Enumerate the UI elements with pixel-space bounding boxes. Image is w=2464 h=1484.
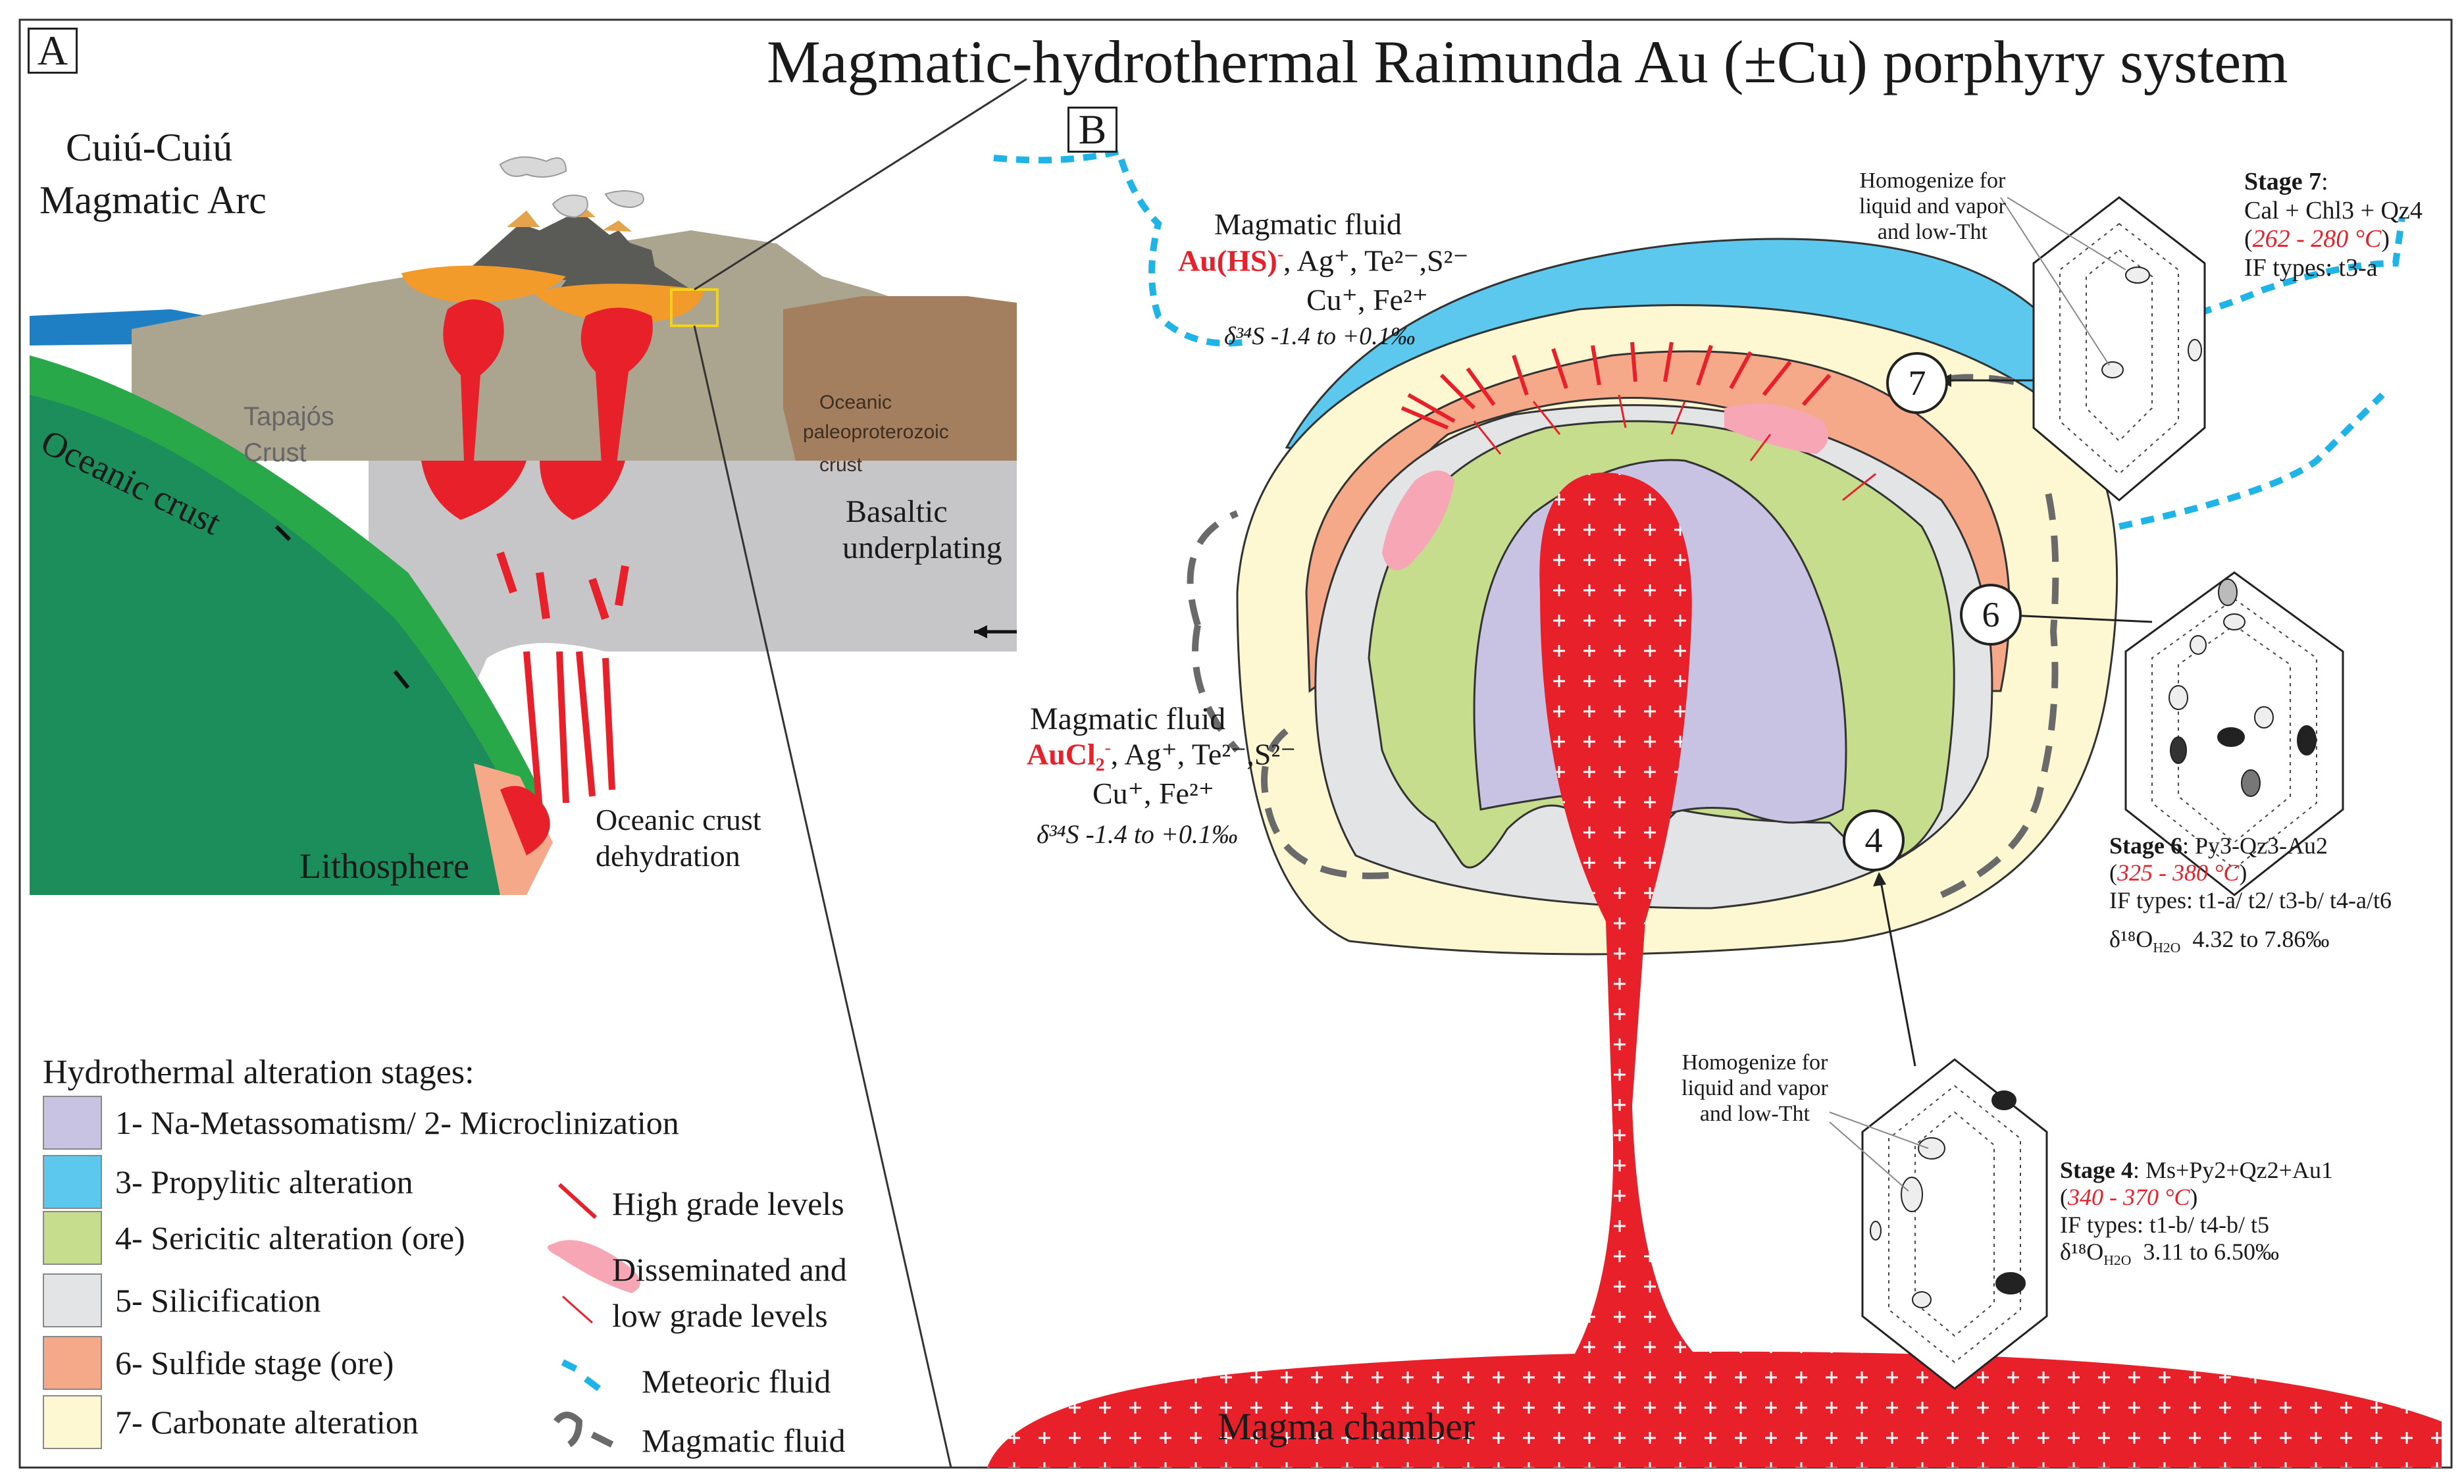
crystal-stage7 xyxy=(2000,196,2206,501)
marker-stage-6: 6 xyxy=(1960,584,2022,646)
legend-swatch xyxy=(43,1273,102,1327)
fluid-left-species: AuCl₂-, Ag⁺, Te²⁻,S²⁻ xyxy=(1027,737,1296,771)
stage4-text: Stage 4: Ms+Py2+Qz2+Au1 (340 - 370 °C) I… xyxy=(2060,1157,2333,1269)
panel-a-geology xyxy=(30,156,1017,895)
oceanic-paleo-3: crust xyxy=(819,454,863,476)
legend-stage-label: 6- Sulfide stage (ore) xyxy=(115,1344,394,1381)
legend-heading: Hydrothermal alteration stages: xyxy=(43,1054,475,1091)
meteoric-symbol xyxy=(561,1359,601,1391)
legend-stage-label: 1- Na-Metassomatism/ 2- Microclinization xyxy=(115,1104,679,1141)
disseminated-symbol xyxy=(548,1240,640,1293)
legend-disseminated-2: low grade levels xyxy=(612,1297,828,1334)
magmatic-fluid-symbol xyxy=(553,1412,614,1448)
fluid-top-delta: δ³⁴S -1.4 to +0.1‰ xyxy=(1224,322,1416,350)
legend-stage-label: 3- Propylitic alteration xyxy=(115,1164,413,1200)
crystal-stage4 xyxy=(1829,1058,2048,1390)
dehydration-1: Oceanic crust xyxy=(596,803,761,836)
legend-high-grade: High grade levels xyxy=(612,1185,844,1222)
fluid-top-title: Magmatic fluid xyxy=(1214,207,1402,241)
legend-magmatic: Magmatic fluid xyxy=(642,1422,846,1459)
marker-stage-7: 7 xyxy=(1886,352,1948,414)
magma-chamber-label: Magma chamber xyxy=(1218,1405,1476,1448)
panel-b-system xyxy=(987,147,2442,1468)
panel-a-label: A xyxy=(28,28,78,74)
legend-stage-label: 7- Carbonate alteration xyxy=(115,1404,419,1441)
zoom-line-top xyxy=(694,78,1027,291)
fluid-top-species: Au(HS)-, Ag⁺, Te²⁻,S²⁻ xyxy=(1178,243,1469,278)
fluid-left-title: Magmatic fluid xyxy=(1030,702,1226,736)
crystal-stage6 xyxy=(2124,571,2344,896)
legend-swatch xyxy=(43,1395,102,1449)
legend-stage-label: 4- Sericitic alteration (ore) xyxy=(115,1219,465,1256)
lithosphere-label: Lithosphere xyxy=(299,846,469,886)
figure-title: Magmatic-hydrothermal Raimunda Au (±Cu) … xyxy=(767,28,2288,95)
homogenize-note-top: Homogenize for liquid and vapor and low-… xyxy=(1859,168,2006,245)
legend-meteoric: Meteoric fluid xyxy=(642,1363,831,1400)
marker-stage-4: 4 xyxy=(1843,809,1905,871)
legend-swatch xyxy=(43,1155,102,1209)
tapajos-label-2: Crust xyxy=(244,438,307,467)
stage7-text: Stage 7: Cal + Chl3 + Qz4 (262 - 280 °C)… xyxy=(2244,168,2423,282)
oceanic-paleo-1: Oceanic xyxy=(819,392,892,413)
legend-swatch xyxy=(43,1211,102,1265)
basaltic-2: underplating xyxy=(842,530,1002,565)
legend-stage-label: 5- Silicification xyxy=(115,1282,321,1319)
legend-swatch xyxy=(43,1096,102,1150)
basaltic-1: Basaltic xyxy=(846,494,948,529)
high-grade-symbol xyxy=(557,1183,598,1219)
legend-disseminated-1: Disseminated and xyxy=(612,1251,847,1288)
arc-title-1: Cuiú-Cuiú xyxy=(66,126,233,169)
zoom-line-bottom xyxy=(693,325,952,1468)
legend-symbols xyxy=(548,1183,640,1448)
fluid-left-delta: δ³⁴S -1.4 to +0.1‰ xyxy=(1037,819,1238,849)
fluid-top-line2: Cu⁺, Fe²⁺ xyxy=(1306,283,1429,317)
legend-swatch xyxy=(43,1336,102,1390)
stage6-text: Stage 6: Py3-Qz3-Au2 (325 - 380 °C) IF t… xyxy=(2109,832,2392,956)
arc-title-2: Magmatic Arc xyxy=(39,178,267,222)
panel-b-label: B xyxy=(1067,107,1117,153)
fluid-left-line2: Cu⁺, Fe²⁺ xyxy=(1092,777,1215,810)
oceanic-paleo-2: paleoproterozoic xyxy=(803,421,949,443)
homogenize-note-bottom: Homogenize for liquid and vapor and low-… xyxy=(1681,1050,1828,1127)
dehydration-2: dehydration xyxy=(596,839,740,873)
tapajos-label-1: Tapajós xyxy=(244,402,334,431)
